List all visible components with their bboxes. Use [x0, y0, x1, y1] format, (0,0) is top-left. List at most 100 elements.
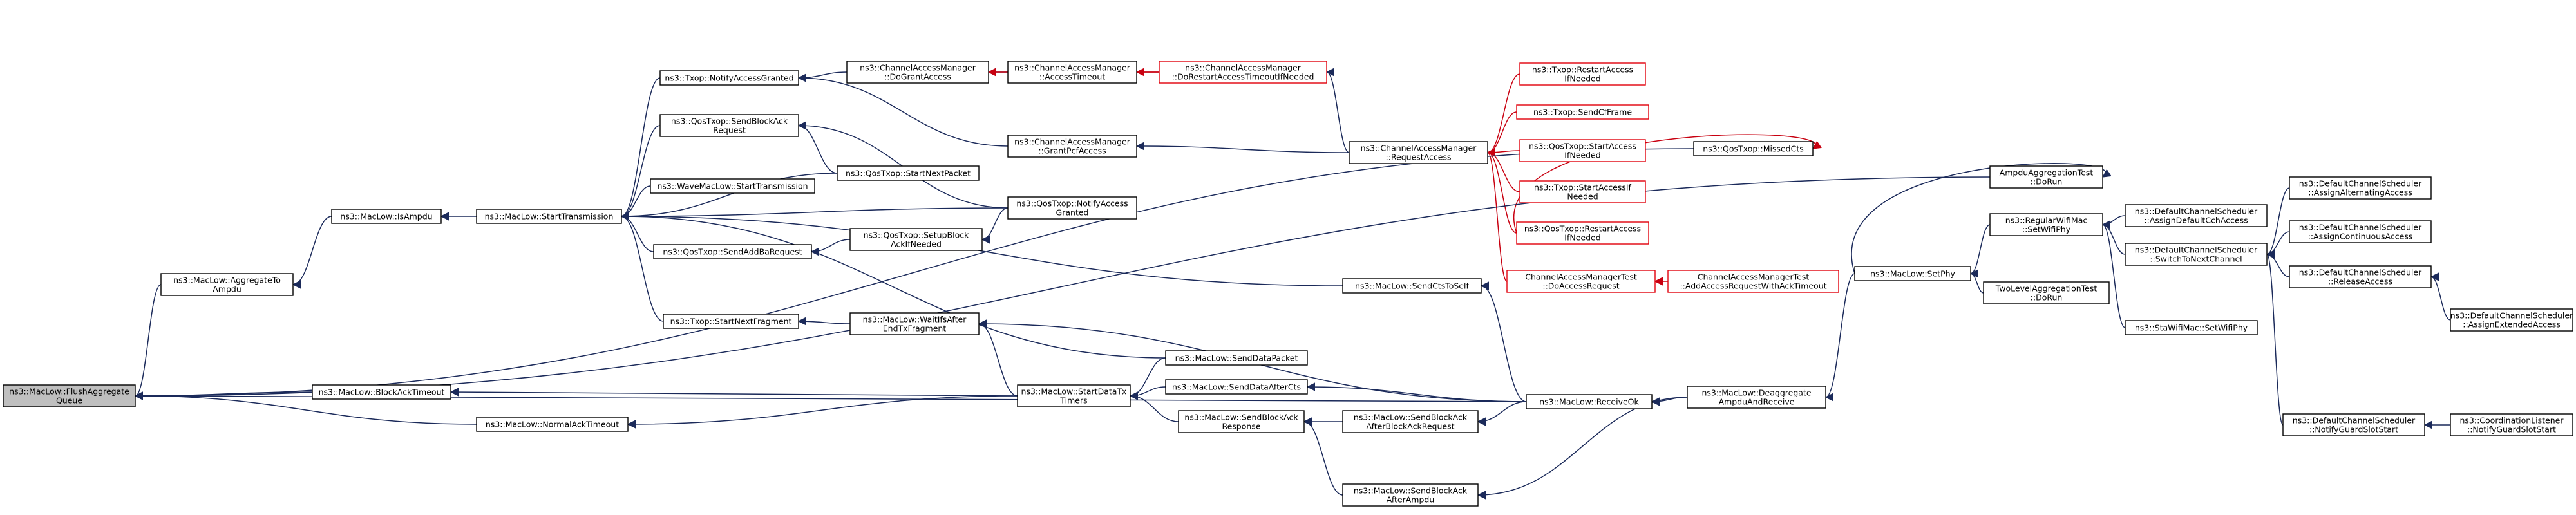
node-label: IfNeeded [1564, 74, 1600, 84]
node-dcs-assigncontinuous[interactable]: ns3::DefaultChannelScheduler::AssignCont… [2289, 220, 2432, 243]
node-sendbaafterbar[interactable]: ns3::MacLow::SendBlockAckAfterBlockAckRe… [1342, 410, 1479, 433]
node-box [1165, 379, 1308, 395]
node-dcs-notifyguard[interactable]: ns3::DefaultChannelScheduler::NotifyGuar… [2282, 413, 2425, 436]
node-label: ::SwitchToNextChannel [2150, 254, 2242, 264]
node-label: ::DoGrantAccess [884, 72, 951, 82]
edge-regularwifimac-to-setphy [1969, 224, 1991, 278]
node-cam-dogrant[interactable]: ns3::ChannelAccessManager::DoGrantAccess [846, 61, 989, 84]
node-box [3, 384, 136, 407]
node-box [1667, 270, 1839, 293]
edge-startnextfrag-to-starttx [620, 212, 664, 322]
node-starttx[interactable]: ns3::MacLow::StartTransmission [476, 209, 622, 224]
node-box [1007, 135, 1137, 158]
node-qosstartnextpkt[interactable]: ns3::QosTxop::StartNextPacket [837, 165, 980, 181]
edge-startdatatx-to-blockack [450, 388, 1018, 397]
node-box [846, 61, 989, 84]
node-senddataaftercts[interactable]: ns3::MacLow::SendDataAfterCts [1165, 379, 1308, 395]
node-box [1519, 62, 1646, 86]
node-ampduaggtest[interactable]: AmpduAggregationTest::DoRun [1989, 165, 2103, 189]
node-camtest-doaccess[interactable]: ChannelAccessManagerTest::DoAccessReques… [1506, 270, 1656, 293]
node-dcs-switchto[interactable]: ns3::DefaultChannelScheduler::SwitchToNe… [2125, 243, 2268, 266]
node-label: ns3::MacLow::BlockAckTimeout [319, 388, 445, 397]
node-camtest-addaccess[interactable]: ChannelAccessManagerTest::AddAccessReque… [1667, 270, 1839, 293]
node-dcs-release[interactable]: ns3::DefaultChannelScheduler::ReleaseAcc… [2289, 265, 2432, 288]
node-dcs-assignalternating[interactable]: ns3::DefaultChannelScheduler::AssignAlte… [2289, 176, 2432, 200]
node-box [312, 384, 451, 400]
node-receiveok[interactable]: ns3::MacLow::ReceiveOk [1526, 394, 1653, 409]
node-startnextfrag[interactable]: ns3::Txop::StartNextFragment [663, 314, 799, 329]
node-label: ::NotifyGuardSlotStart [2309, 425, 2398, 435]
node-label: ns3::Txop::StartAccessIf [1534, 183, 1631, 192]
node-label: ns3::StaWifiMac::SetWifiPhy [2135, 323, 2248, 333]
node-blockack[interactable]: ns3::MacLow::BlockAckTimeout [312, 384, 451, 400]
node-label: ns3::MacLow::StartDataTx [1021, 387, 1127, 397]
edge-qosstartnextpkt-to-starttx [620, 173, 838, 221]
node-label: ns3::DefaultChannelScheduler [2293, 416, 2416, 426]
node-label: ns3::WaveMacLow::StartTransmission [657, 182, 808, 191]
node-cam-acctimeout[interactable]: ns3::ChannelAccessManager::AccessTimeout [1007, 61, 1137, 84]
node-notifygranted[interactable]: ns3::Txop::NotifyAccessGranted [659, 70, 799, 86]
node-box [1017, 384, 1131, 407]
node-box [1516, 221, 1649, 245]
edge-dcs_assigndefault-to-regularwifimac [2101, 215, 2126, 229]
node-stawifimac[interactable]: ns3::StaWifiMac::SetWifiPhy [2125, 320, 2258, 335]
node-dcs-assigndefault[interactable]: ns3::DefaultChannelScheduler::AssignDefa… [2125, 204, 2268, 227]
edge-startdatatx-to-waitifafter [978, 319, 1018, 397]
node-label: ns3::ChannelAccessManager [1014, 63, 1131, 73]
node-senddatapacket[interactable]: ns3::MacLow::SendDataPacket [1165, 350, 1308, 366]
node-label: ::NotifyGuardSlotStart [2467, 425, 2556, 435]
node-label: ns3::ChannelAccessManager [860, 63, 976, 73]
node-txopsendcf[interactable]: ns3::Txop::SendCfFrame [1516, 104, 1649, 120]
node-box [1687, 386, 1826, 409]
node-qossendaddba[interactable]: ns3::QosTxop::SendAddBaRequest [653, 244, 812, 259]
node-coord-notifyguard[interactable]: ns3::CoordinationListener::NotifyGuardSl… [2450, 413, 2573, 436]
node-label: ns3::DefaultChannelScheduler [2299, 179, 2422, 189]
node-label: ns3::MacLow::AggregateTo [173, 276, 281, 285]
node-wavestart[interactable]: ns3::WaveMacLow::StartTransmission [650, 178, 815, 194]
node-box [2282, 413, 2425, 436]
node-label: ns3::DefaultChannelScheduler [2135, 207, 2258, 216]
node-label: ns3::Txop::RestartAccess [1532, 65, 1633, 75]
node-sendctstoself[interactable]: ns3::MacLow::SendCtsToSelf [1342, 278, 1482, 294]
node-qosnotifygranted[interactable]: ns3::QosTxop::NotifyAccessGranted [1007, 196, 1137, 220]
node-label: ns3::MacLow::SendDataAfterCts [1172, 382, 1301, 392]
node-box [2450, 413, 2573, 436]
node-regularwifimac[interactable]: ns3::RegularWifiMac::SetWifiPhy [1989, 213, 2103, 236]
node-box [1693, 141, 1814, 156]
node-box [1342, 278, 1482, 294]
node-dcs-assignextended[interactable]: ns3::DefaultChannelScheduler::AssignExte… [2450, 308, 2573, 332]
node-label: ns3::MacLow::SetPhy [1870, 269, 1955, 279]
node-cam-grantpcf[interactable]: ns3::ChannelAccessManager::GrantPcfAcces… [1007, 135, 1137, 158]
node-cam-reqaccess[interactable]: ns3::ChannelAccessManager::RequestAccess [1349, 141, 1488, 164]
node-twolevelagg[interactable]: TwoLevelAggregationTest::DoRun [1983, 281, 2110, 304]
node-box [2289, 176, 2432, 200]
node-box [2450, 308, 2573, 332]
node-box [1178, 410, 1305, 433]
node-normalack[interactable]: ns3::MacLow::NormalAckTimeout [476, 417, 629, 432]
node-box [160, 273, 294, 296]
node-box [849, 312, 980, 335]
node-box [1519, 139, 1646, 162]
edge-twolevelagg-to-setphy [1969, 269, 1984, 294]
edge-cam_grantpcf-to-notifygranted [797, 73, 1009, 147]
node-qosmissedcts[interactable]: ns3::QosTxop::MissedCts [1693, 141, 1814, 156]
node-isampdu[interactable]: ns3::MacLow::IsAmpdu [331, 209, 442, 224]
node-setphy[interactable]: ns3::MacLow::SetPhy [1854, 266, 1971, 281]
node-label: Response [1222, 422, 1260, 431]
node-label: ns3::MacLow::FlushAggregate [9, 387, 129, 397]
edge-cam_reqaccess-to-cam_dorestart [1325, 68, 1350, 153]
node-cam-dorestart[interactable]: ns3::ChannelAccessManager::DoRestartAcce… [1159, 61, 1327, 84]
